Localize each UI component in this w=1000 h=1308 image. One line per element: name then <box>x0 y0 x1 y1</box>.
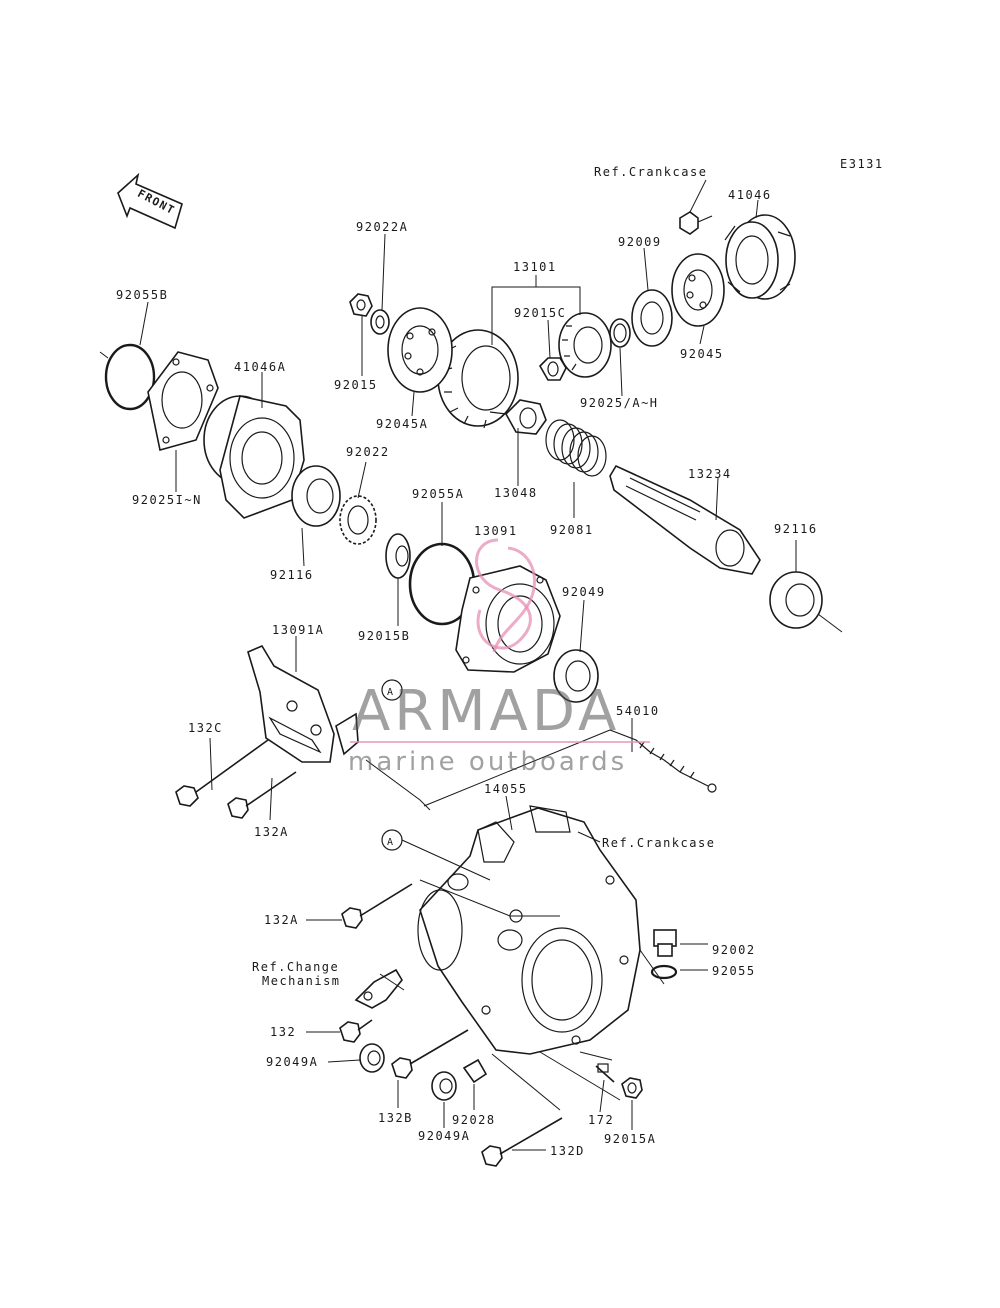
nut-92015 <box>349 293 373 317</box>
label-132B: 132B <box>378 1111 413 1125</box>
label-92015A: 92015A <box>604 1132 656 1146</box>
nut-92015B <box>385 533 411 579</box>
label-13091A: 13091A <box>272 623 324 637</box>
ring-92025 <box>609 318 631 348</box>
label-13101: 13101 <box>513 260 557 274</box>
bolt-132 <box>339 1019 373 1043</box>
gasket-92025IN <box>147 351 219 451</box>
callout-a-top: A <box>387 687 395 698</box>
label-41046A: 41046A <box>234 360 286 374</box>
label-132A-lower: 132A <box>264 913 299 927</box>
oring-92055B <box>99 343 156 411</box>
label-92025AH: 92025/A~H <box>580 396 659 410</box>
bearing-92045A <box>387 307 453 393</box>
label-92022A: 92022A <box>356 220 408 234</box>
part-labels: Ref.Crankcase 41046 92009 92022A 13101 9… <box>116 165 818 1158</box>
bolt-132B <box>391 1029 469 1079</box>
label-92049A-left: 92049A <box>266 1055 318 1069</box>
coupling-13048 <box>489 399 547 435</box>
ref-change-mechanism-part <box>354 968 403 1009</box>
bearing-92045 <box>671 253 725 327</box>
label-92055A: 92055A <box>412 487 464 501</box>
label-ref-crankcase-mid: Ref.Crankcase <box>602 836 715 850</box>
label-92009: 92009 <box>618 235 662 249</box>
housing-13091 <box>455 565 561 673</box>
label-92055B: 92055B <box>116 288 168 302</box>
watermark-tagline: marine outboards <box>348 747 627 777</box>
label-92045A: 92045A <box>376 417 428 431</box>
washer-92022A <box>370 309 390 335</box>
label-92028: 92028 <box>452 1113 496 1127</box>
label-13048: 13048 <box>494 486 538 500</box>
stud-172 <box>595 1063 615 1083</box>
bolt-132C <box>175 739 269 807</box>
gear-case <box>417 805 641 1055</box>
label-13234: 13234 <box>688 467 732 481</box>
seal-92116-right <box>769 571 843 633</box>
label-92015B: 92015B <box>358 629 410 643</box>
seal-92049A-left <box>359 1043 385 1073</box>
nut-92015C <box>539 357 567 381</box>
bolt-132A-lower <box>341 883 413 929</box>
seal-92116-left <box>291 465 341 527</box>
label-132: 132 <box>270 1025 296 1039</box>
label-92002: 92002 <box>712 943 756 957</box>
bevel-gear-large <box>437 329 519 429</box>
housing-41046 <box>724 214 796 300</box>
nut-92015A <box>621 1077 643 1099</box>
label-132A-upper: 132A <box>254 825 289 839</box>
label-41046: 41046 <box>728 188 772 202</box>
label-92045: 92045 <box>680 347 724 361</box>
callout-a-bottom-label: A <box>387 837 395 848</box>
label-92055: 92055 <box>712 964 756 978</box>
bolt-132A-upper <box>227 771 297 819</box>
watermark-brand: ARMADA <box>352 679 620 744</box>
label-mechanism: Mechanism <box>262 974 341 988</box>
label-92116-left: 92116 <box>270 568 314 582</box>
label-92081: 92081 <box>550 523 594 537</box>
label-132C: 132C <box>188 721 223 735</box>
label-92022: 92022 <box>346 445 390 459</box>
label-92015C: 92015C <box>514 306 566 320</box>
front-arrow-icon: FRONT <box>117 172 183 230</box>
label-92015: 92015 <box>334 378 378 392</box>
label-54010: 54010 <box>616 704 660 718</box>
housing-41046A <box>203 395 305 519</box>
label-132D: 132D <box>550 1144 585 1158</box>
bevel-gear-small <box>558 312 612 378</box>
lockwasher-92022 <box>339 495 377 545</box>
diagram-code: E3131 <box>840 157 884 171</box>
dowel-92028 <box>462 1058 488 1084</box>
label-92116-right: 92116 <box>774 522 818 536</box>
watermark-logo-icon <box>475 538 536 653</box>
label-92049: 92049 <box>562 585 606 599</box>
label-92049A-lower: 92049A <box>418 1129 470 1143</box>
leader-lines <box>139 179 797 1151</box>
label-172: 172 <box>588 1113 614 1127</box>
seal-92049A-lower <box>431 1071 457 1101</box>
seal-92049 <box>553 649 599 703</box>
lever-13091A: A <box>247 644 403 763</box>
label-92025IN: 92025I~N <box>132 493 202 507</box>
washer-92055 <box>650 964 678 980</box>
spring-92081 <box>545 419 607 477</box>
plug-92002 <box>653 929 677 957</box>
watermark: ARMADA marine outboards <box>348 538 650 777</box>
label-ref-crankcase-top: Ref.Crankcase <box>594 165 707 179</box>
label-ref-change: Ref.Change <box>252 960 339 974</box>
label-14055: 14055 <box>484 782 528 796</box>
bolt-132D <box>481 1117 563 1167</box>
bolt-ref-crankcase <box>679 211 713 235</box>
seal-92009 <box>631 289 673 347</box>
label-13091: 13091 <box>474 524 518 538</box>
shaft-13234 <box>609 464 761 575</box>
